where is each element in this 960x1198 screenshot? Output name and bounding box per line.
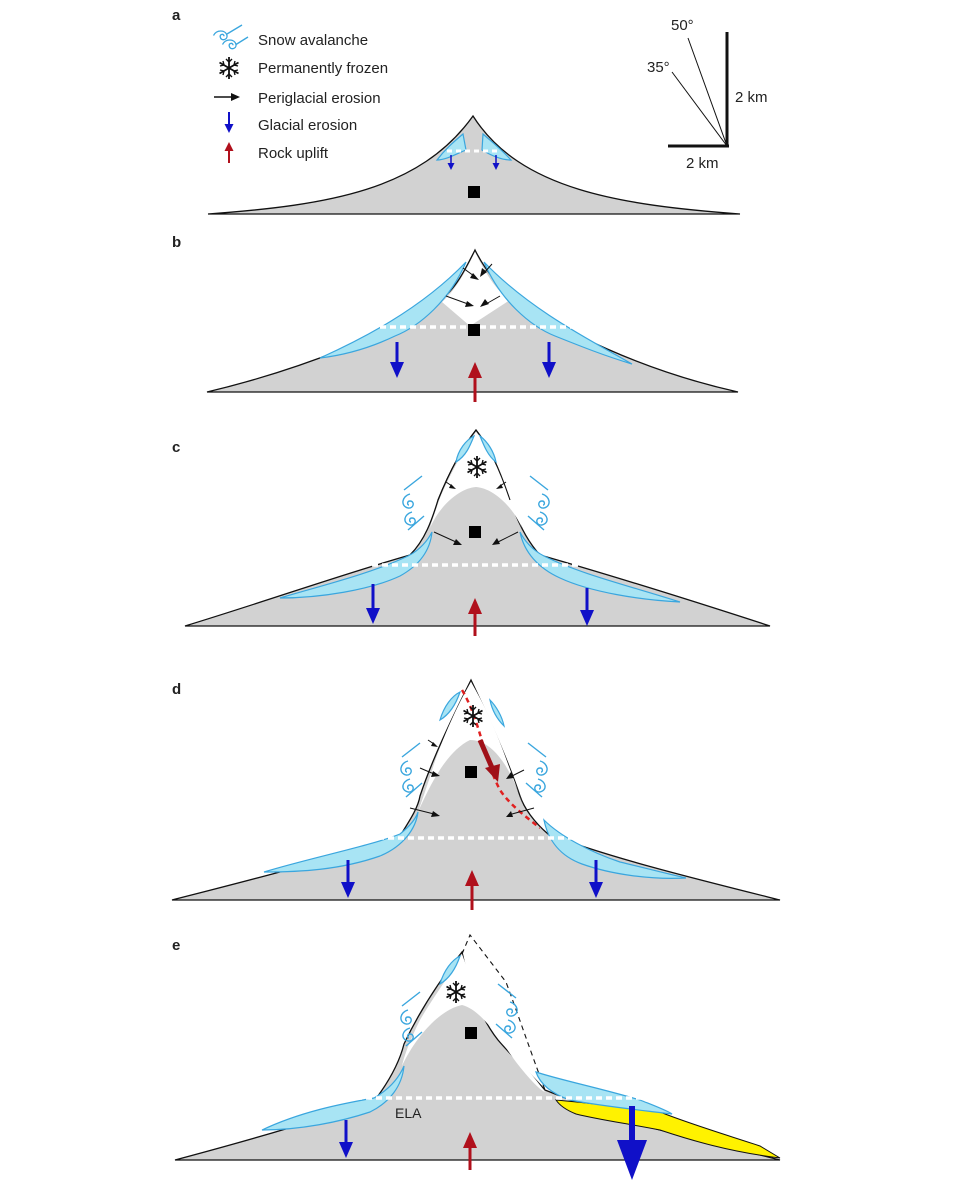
snow-avalanche-icon [495, 983, 518, 1039]
summit-cap-ice [439, 690, 462, 722]
rock-block-marker [468, 324, 480, 336]
periglacial-erosion-arrow [506, 807, 535, 817]
periglacial-erosion-arrow [492, 531, 519, 545]
rock-block-marker [468, 186, 480, 198]
glacial-erosion-arrow [492, 155, 500, 170]
snow-avalanche-icon [402, 475, 425, 531]
angle-label-35: 35° [647, 59, 670, 76]
legend-item-rock-uplift: Rock uplift [224, 142, 329, 163]
periglacial-erosion-arrow [419, 767, 440, 777]
panel-letter: c [172, 439, 180, 456]
glacial-erosion-arrow [366, 584, 380, 624]
periglacial-erosion-arrow [480, 263, 493, 277]
panel-letter: e [172, 937, 180, 954]
rock-core-outline [437, 429, 511, 501]
legend-label: Snow avalanche [258, 32, 368, 49]
panel-letter: b [172, 234, 181, 251]
snow-avalanche-icon [527, 475, 550, 531]
glacial-erosion-arrow-large [617, 1106, 647, 1180]
blue-arrow-icon [224, 112, 234, 133]
red-arrow-icon [224, 142, 234, 163]
snow-avalanche-icon [525, 742, 548, 798]
legend-label: Permanently frozen [258, 60, 388, 77]
periglacial-erosion-arrow [496, 481, 507, 489]
upper-white-zone [442, 252, 510, 326]
panel-letter: d [172, 681, 181, 698]
summit-cap-ice [439, 954, 462, 986]
glacial-erosion-arrow [580, 588, 594, 626]
legend-item-periglacial-erosion: Periglacial erosion [214, 90, 381, 107]
glacier-right [543, 818, 687, 879]
glacier-left [319, 261, 467, 359]
legend-item-permanently-frozen: Permanently frozen [218, 56, 388, 80]
legend-label: Periglacial erosion [258, 90, 381, 107]
glacier-left [279, 531, 433, 599]
glacier-left [435, 132, 467, 161]
legend-label: Rock uplift [258, 145, 329, 162]
panel-d: d [171, 678, 781, 910]
panel-e: e ELA [172, 933, 781, 1180]
snow-avalanche-icon [400, 742, 423, 798]
periglacial-erosion-arrow [445, 295, 474, 307]
permanently-frozen-zone [402, 954, 545, 1092]
mountain-profile [207, 114, 741, 215]
ela-label: ELA [395, 1105, 422, 1121]
panel-letter: a [172, 7, 181, 24]
glacial-erosion-arrow [447, 155, 455, 170]
legend: Snow avalanche Permanently frozen Perigl… [212, 24, 388, 163]
glacial-erosion-arrow [339, 1120, 353, 1158]
summit-cap-ice [489, 698, 505, 728]
vertical-scale-label: 2 km [735, 89, 768, 106]
glacial-erosion-arrow [341, 860, 355, 898]
periglacial-erosion-arrow [409, 807, 440, 817]
rock-uplift-arrow [465, 870, 479, 910]
periglacial-erosion-arrow [462, 267, 479, 280]
rock-block-marker [465, 766, 477, 778]
panel-a: a [172, 7, 741, 215]
panel-c: c [172, 428, 771, 636]
snow-avalanche-icon [212, 24, 249, 50]
rock-uplift-arrow [468, 362, 482, 402]
permanently-frozen-zone [430, 432, 522, 528]
panel-b: b [172, 234, 739, 402]
rock-uplift-arrow [463, 1132, 477, 1170]
scale-bar: 50° 35° 2 km 2 km [647, 17, 768, 172]
periglacial-erosion-arrow [427, 739, 438, 747]
rock-block-marker [465, 1027, 477, 1039]
glacier-right [483, 261, 633, 365]
periglacial-erosion-arrow [433, 531, 462, 545]
glacier-left [263, 811, 419, 873]
angle-line-50 [687, 37, 728, 147]
glacial-erosion-arrow [542, 342, 556, 378]
legend-item-snow-avalanche: Snow avalanche [212, 24, 368, 50]
glacial-erosion-arrow [589, 860, 603, 898]
rock-uplift-arrow [468, 598, 482, 636]
angle-label-50: 50° [671, 17, 694, 34]
periglacial-erosion-arrow [445, 481, 456, 489]
summit-cap-ice [455, 434, 476, 464]
black-arrow-icon [214, 93, 240, 101]
legend-label: Glacial erosion [258, 117, 357, 134]
periglacial-erosion-arrow [506, 769, 525, 779]
glacial-erosion-arrow [390, 342, 404, 378]
glacier-left [261, 1065, 405, 1131]
horizontal-scale-label: 2 km [686, 155, 719, 172]
glacier-right [481, 132, 513, 161]
angle-line-35 [671, 71, 728, 147]
glacier-right [519, 531, 681, 603]
fault-slip-arrow [477, 739, 500, 782]
former-profile [461, 933, 546, 1091]
rock-block-marker [469, 526, 481, 538]
snowflake-icon [218, 56, 240, 80]
summit-cap-ice [478, 434, 497, 464]
periglacial-erosion-arrow [480, 295, 501, 307]
legend-item-glacial-erosion: Glacial erosion [224, 112, 357, 134]
